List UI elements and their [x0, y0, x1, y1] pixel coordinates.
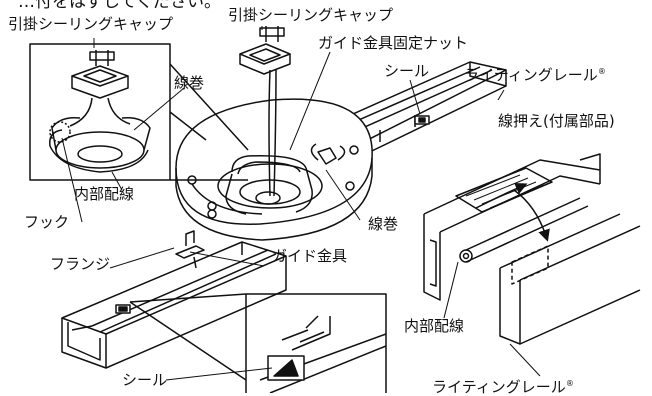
wire-coil-inset-label: 線巻: [174, 74, 205, 92]
hook-ceiling-cap-mid-label: 引掛シーリングキャップ: [228, 6, 394, 24]
internal-wiring-right-label: 内部配線: [404, 317, 465, 335]
top-cut-text: …付をはずしてください。: [18, 0, 221, 12]
hook-label: フック: [24, 213, 70, 231]
leader-lines: [61, 26, 541, 381]
flange: [175, 98, 373, 241]
guide-bracket-label: ガイド金具: [272, 247, 348, 265]
zoom-seal-triangle: [267, 355, 305, 381]
wire-coil-label: 線巻: [368, 215, 399, 233]
wire-coil-on-flange: [217, 143, 346, 215]
hook-ceiling-cap-left-label: 引掛シーリングキャップ: [8, 15, 174, 33]
inset-coil: [49, 97, 151, 173]
seal-bottom-mark: [115, 304, 131, 314]
seal-top: [414, 115, 430, 125]
zoom-inset-bottom: [129, 293, 387, 393]
seal-bottom-label: シール: [122, 371, 168, 389]
seal-top-label: シール: [384, 62, 430, 80]
inset-cap: [71, 50, 129, 99]
lighting-rail-top-label: ライティングレール®: [464, 66, 606, 84]
hook-ceiling-cap-center: [239, 26, 291, 75]
guide-bracket: [175, 230, 205, 269]
cable: [268, 69, 277, 197]
flange-label: フランジ: [50, 255, 111, 273]
wire-holder-label: 線押え(付属部品): [498, 112, 615, 130]
main-rail-bottom: [61, 241, 287, 369]
internal-wiring-left-label: 内部配線: [74, 185, 135, 203]
lighting-rail-bottom-label: ライティングレール®: [432, 378, 574, 396]
wire-holder-part: [455, 167, 553, 285]
rail-section-right: [423, 153, 641, 345]
guide-nut-label: ガイド金具固定ナット: [318, 34, 469, 52]
